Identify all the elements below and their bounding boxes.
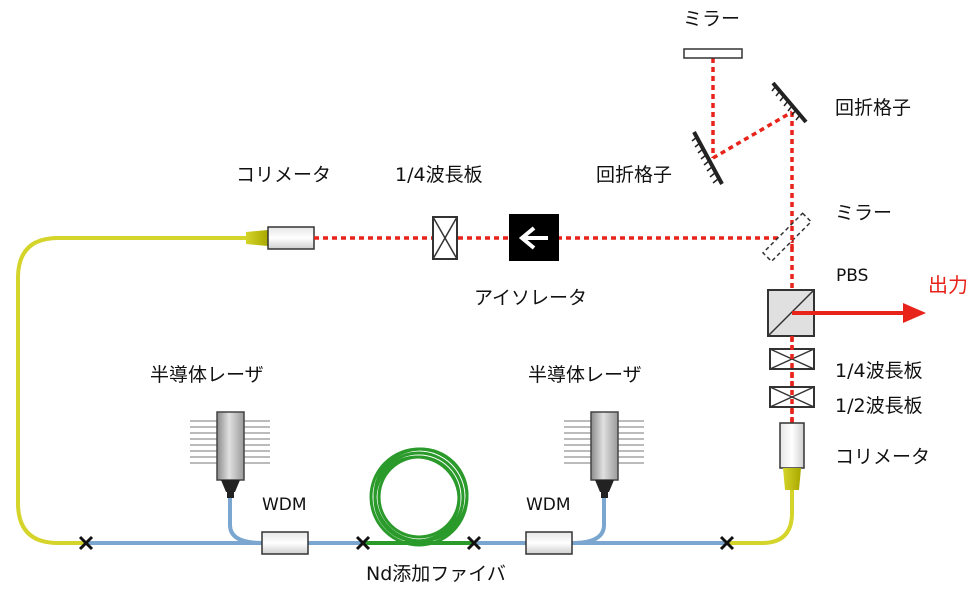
wdm-right-box [525,531,573,555]
yellow-fiber-right [727,487,794,545]
diode-laser-right [564,411,644,498]
splice-mark-4 [719,535,735,551]
label-wdm-right: WDM [526,495,571,515]
label-collimator-right: コリメータ [835,446,931,468]
label-output: 出力 [928,273,968,297]
collimator-right [779,422,805,490]
label-grating-right: 回折格子 [835,97,912,119]
label-pbs: PBS [836,266,869,286]
label-half-plate-right: 1/2波長板 [835,395,923,417]
label-quarter-plate-right: 1/4波長板 [835,360,923,382]
grating-left [691,131,724,185]
label-mirror-dashed: ミラー [835,202,893,224]
splice-mark-3 [466,535,482,551]
splice-mark-1 [78,535,94,551]
label-mirror-top: ミラー [683,8,741,30]
splice-marks [78,535,735,551]
label-diode-left: 半導体レーザ [150,364,264,386]
nd-fiber-coil [369,447,469,547]
wdm-left-box [261,531,309,555]
label-quarter-plate-top: 1/4波長板 [395,164,483,186]
mirror-top [683,48,743,59]
collimator-top [246,226,315,250]
quarter-wave-plate-top [432,216,458,260]
mirror-dashed [761,212,813,263]
label-grating-left: 回折格子 [596,164,673,186]
output-arrow [792,303,926,323]
label-wdm-left: WDM [262,495,307,515]
label-diode-right: 半導体レーザ [528,364,642,386]
splice-mark-2 [355,535,371,551]
label-nd-fiber: Nd添加ファイバ [366,563,506,585]
label-isolator: アイソレータ [474,287,588,309]
diode-laser-left [190,411,270,498]
beam-between-gratings [712,110,793,160]
pump-fiber-left [228,498,263,545]
half-wave-plate-right [769,386,815,408]
pump-fiber-right [571,498,606,545]
grating-right [771,81,808,124]
label-collimator-top: コリメータ [236,164,332,186]
isolator [509,214,559,261]
yellow-fiber-left [16,236,250,545]
